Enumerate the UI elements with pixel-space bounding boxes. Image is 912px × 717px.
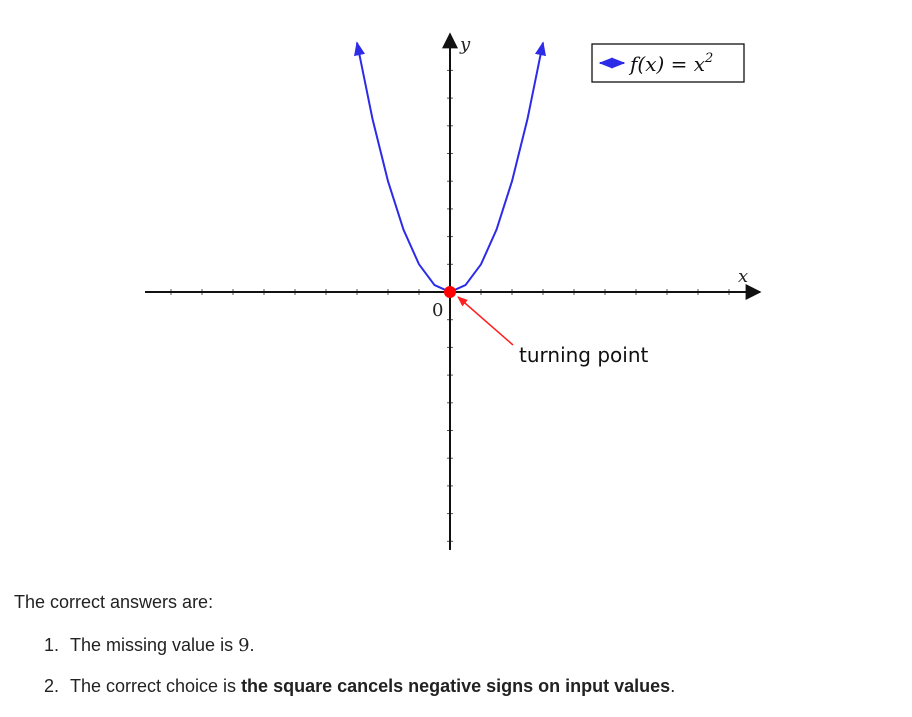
answer-1-end: .	[249, 635, 255, 655]
legend-label-exponent: 2	[704, 51, 713, 66]
answers-section: The correct answers are: The missing val…	[14, 592, 894, 717]
parabola-chart: y x 0 turning point f(x) = x2	[145, 32, 762, 550]
legend-label-main: f(x) = x	[628, 52, 705, 76]
answers-list: The missing value is 9. The correct choi…	[14, 635, 894, 697]
legend: f(x) = x2	[591, 43, 745, 83]
y-axis-label: y	[459, 34, 471, 55]
x-axis-label: x	[738, 266, 748, 287]
answer-2-choice: the square cancels negative signs on inp…	[241, 676, 671, 696]
answer-1-text: The missing value is	[70, 635, 239, 655]
answer-2-text: The correct choice is	[70, 676, 242, 696]
annotation-turning-point: turning point	[519, 343, 649, 367]
origin-label: 0	[432, 300, 443, 321]
answer-1-value: 9	[238, 635, 250, 656]
answers-intro: The correct answers are:	[14, 592, 214, 612]
answer-item-2: The correct choice is the square cancels…	[64, 676, 894, 697]
turning-point-marker	[444, 286, 456, 298]
annotation-arrow	[457, 296, 514, 346]
answer-2-end: .	[670, 676, 676, 696]
answer-item-1: The missing value is 9.	[64, 635, 894, 656]
legend-label: f(x) = x2	[628, 51, 713, 76]
